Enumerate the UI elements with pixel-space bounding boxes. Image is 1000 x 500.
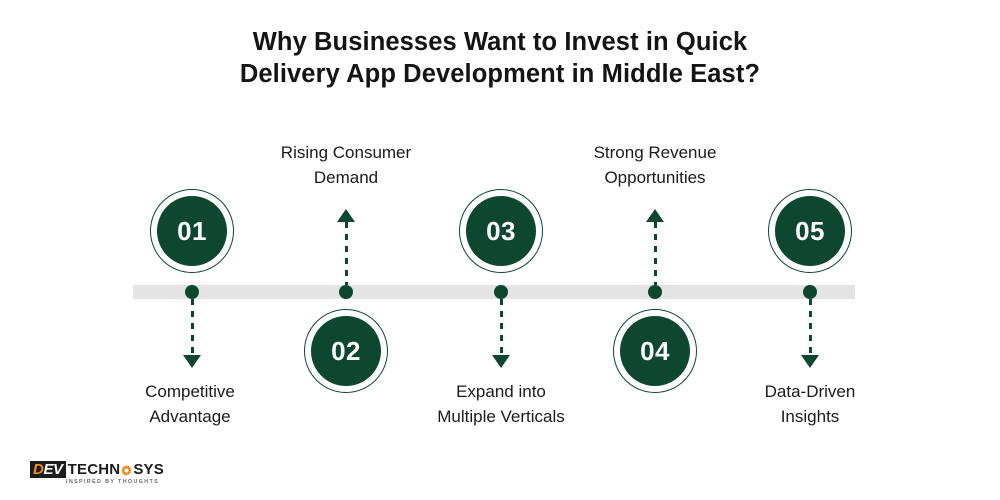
page-title-line-1: Why Businesses Want to Invest in Quick [252, 28, 748, 56]
timeline-dot-03 [494, 285, 508, 299]
connector-line-01 [190, 299, 194, 356]
step-number-05: 05 [775, 196, 845, 266]
step-label-03: Expand into Multiple Verticals [381, 379, 621, 429]
logo-techn-text: TECHN [67, 461, 121, 478]
step-label-02-line-2: Demand [313, 168, 379, 187]
page-title: Why Businesses Want to Invest in Quick D… [0, 26, 1000, 90]
logo-wordmark: DEV TECHN SYS [30, 461, 164, 478]
connector-line-02 [344, 222, 348, 285]
step-circle-04[interactable]: 04 [613, 309, 697, 393]
logo-dev-rest: EV [43, 461, 63, 478]
step-number-02: 02 [311, 316, 381, 386]
connector-line-03 [499, 299, 503, 356]
page-title-line-2: Delivery App Development in Middle East? [239, 60, 761, 88]
step-label-05: Data-Driven Insights [690, 379, 930, 429]
connector-arrow-01 [183, 355, 201, 368]
logo-dev-accent-letter: D [33, 461, 44, 478]
step-number-04: 04 [620, 316, 690, 386]
timeline-dot-02 [339, 285, 353, 299]
timeline-dot-05 [803, 285, 817, 299]
step-label-02: Rising Consumer Demand [226, 140, 466, 190]
step-circle-01[interactable]: 01 [150, 189, 234, 273]
connector-line-04 [653, 222, 657, 285]
connector-arrow-04 [646, 209, 664, 222]
step-label-01-line-1: Competitive [145, 382, 235, 401]
timeline-dot-01 [185, 285, 199, 299]
step-label-03-line-1: Expand into [456, 382, 546, 401]
step-label-04-line-2: Opportunities [604, 168, 706, 187]
connector-arrow-05 [801, 355, 819, 368]
step-label-01-line-2: Advantage [149, 407, 231, 426]
logo-dev-badge: DEV [30, 461, 66, 478]
step-circle-03[interactable]: 03 [459, 189, 543, 273]
gear-icon [121, 464, 132, 476]
step-label-05-line-1: Data-Driven [764, 382, 856, 401]
step-label-04-line-1: Strong Revenue [593, 143, 717, 162]
step-label-02-line-1: Rising Consumer [280, 143, 412, 162]
step-label-04: Strong Revenue Opportunities [535, 140, 775, 190]
connector-arrow-03 [492, 355, 510, 368]
step-circle-02[interactable]: 02 [304, 309, 388, 393]
step-number-03: 03 [466, 196, 536, 266]
step-label-05-line-2: Insights [780, 407, 840, 426]
step-label-03-line-2: Multiple Verticals [437, 407, 565, 426]
company-logo: DEV TECHN SYS INSPIRED BY THOUGHTS [30, 461, 164, 486]
timeline-dot-04 [648, 285, 662, 299]
step-number-01: 01 [157, 196, 227, 266]
step-circle-05[interactable]: 05 [768, 189, 852, 273]
connector-line-05 [808, 299, 812, 356]
logo-tagline: INSPIRED BY THOUGHTS [66, 479, 160, 485]
connector-arrow-02 [337, 209, 355, 222]
step-label-01: Competitive Advantage [70, 379, 310, 429]
logo-sys-text: SYS [133, 461, 164, 478]
logo-technosys-text: TECHN SYS [68, 462, 164, 477]
